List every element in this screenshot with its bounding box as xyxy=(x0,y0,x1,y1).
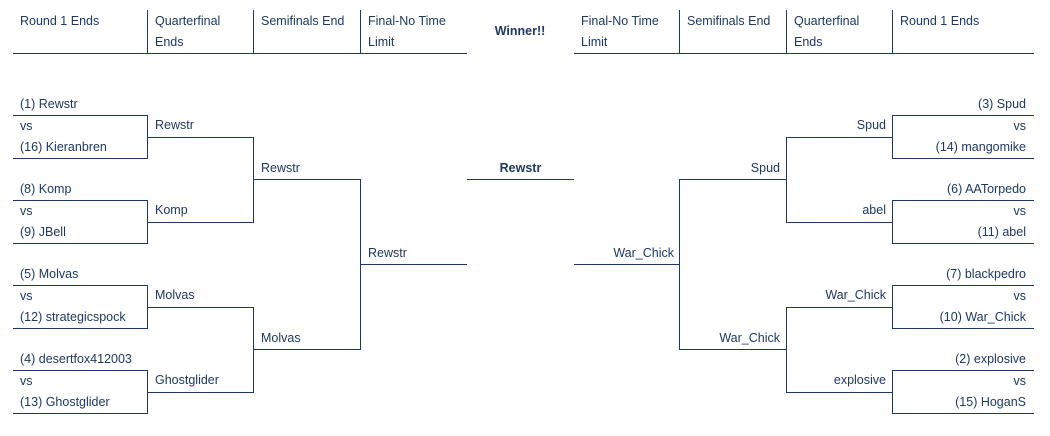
bracket-line xyxy=(892,115,1034,116)
bracket-line xyxy=(786,307,787,393)
right-sf-1: Spud xyxy=(750,161,780,175)
bracket-line xyxy=(147,307,254,308)
bracket-line xyxy=(13,370,147,371)
right-r1-match2-bottom: (11) abel xyxy=(977,225,1026,239)
bracket-line xyxy=(13,158,147,159)
bracket-line xyxy=(147,137,254,138)
left-qf-2: Komp xyxy=(155,203,188,217)
bracket-line xyxy=(13,328,147,329)
bracket-line xyxy=(892,158,1034,159)
bracket-line xyxy=(892,200,1034,201)
left-r1-match3-bottom: (12) strategicspock xyxy=(20,310,126,324)
left-r1-match2-vs: vs xyxy=(20,204,33,218)
left-r1-match1-bottom: (16) Kieranbren xyxy=(20,140,107,154)
right-qf-4: explosive xyxy=(833,373,886,387)
right-sf-2: War_Chick xyxy=(719,331,780,345)
right-r1-match4-top: (2) explosive xyxy=(955,352,1026,366)
right-qf-1: Spud xyxy=(856,118,886,132)
left-r1-match3-top: (5) Molvas xyxy=(20,267,79,281)
header-divider xyxy=(574,53,1034,54)
right-r1-match3-top: (7) blackpedro xyxy=(946,267,1026,281)
bracket-line xyxy=(147,392,254,393)
right-r1-match4-bottom: (15) HoganS xyxy=(955,395,1026,409)
bracket-line xyxy=(892,370,1034,371)
right-qf-2: abel xyxy=(862,203,886,217)
bracket-line xyxy=(786,392,893,393)
bracket-line xyxy=(13,413,147,414)
right-r1-match2-top: (6) AATorpedo xyxy=(947,182,1026,196)
left-r1-match4-vs: vs xyxy=(20,374,33,388)
header-divider xyxy=(253,10,254,54)
right-r1-match1-top: (3) Spud xyxy=(978,97,1026,111)
header-left-round1: Round 1 Ends xyxy=(20,14,100,28)
left-r1-match1-vs: vs xyxy=(20,119,33,133)
bracket-line xyxy=(253,307,254,393)
left-qf-1: Rewstr xyxy=(155,118,194,132)
bracket-line xyxy=(892,243,1034,244)
bracket-line xyxy=(786,222,893,223)
header-left-final: Final-No Time Limit xyxy=(368,14,446,49)
bracket-line xyxy=(892,413,1034,414)
header-divider xyxy=(360,10,361,54)
header-winner: Winner!! xyxy=(494,24,546,38)
right-qf-3: War_Chick xyxy=(825,288,886,302)
bracket-line xyxy=(892,200,893,244)
left-sf-2: Molvas xyxy=(261,331,301,345)
right-r1-match1-bottom: (14) mangomike xyxy=(935,140,1026,154)
header-divider xyxy=(679,10,680,54)
header-right-quarterfinal: Quarterfinal Ends xyxy=(794,14,860,49)
bracket-line xyxy=(892,370,893,414)
bracket-line xyxy=(892,328,1034,329)
bracket-line xyxy=(253,179,361,180)
right-r1-match3-bottom: (10) War_Chick xyxy=(939,310,1026,324)
left-qf-4: Ghostglider xyxy=(155,373,219,387)
left-r1-match4-top: (4) desertfox412003 xyxy=(20,352,132,366)
right-r1-match4-vs: vs xyxy=(1013,374,1027,388)
bracket-line xyxy=(467,179,574,180)
bracket-line xyxy=(253,137,254,223)
bracket-line xyxy=(892,285,1034,286)
left-sf-1: Rewstr xyxy=(261,161,300,175)
bracket-line xyxy=(13,285,147,286)
bracket-line xyxy=(679,349,787,350)
bracket-line xyxy=(147,222,254,223)
bracket-line xyxy=(574,264,680,265)
bracket-line xyxy=(892,115,893,159)
header-right-round1: Round 1 Ends xyxy=(900,14,980,28)
header-left-quarterfinal: Quarterfinal Ends xyxy=(155,14,221,49)
right-final: War_Chick xyxy=(613,246,674,260)
header-left-semifinal: Semifinals End xyxy=(261,14,345,28)
left-r1-match1-top: (1) Rewstr xyxy=(20,97,78,111)
left-final: Rewstr xyxy=(368,246,407,260)
bracket-line xyxy=(892,285,893,329)
bracket-line xyxy=(253,349,361,350)
bracket-line xyxy=(786,137,893,138)
right-r1-match3-vs: vs xyxy=(1013,289,1027,303)
header-divider xyxy=(147,10,148,54)
left-qf-3: Molvas xyxy=(155,288,195,302)
bracket-line xyxy=(786,137,787,223)
bracket-line xyxy=(13,200,147,201)
bracket-line xyxy=(13,115,147,116)
header-right-final: Final-No Time Limit xyxy=(581,14,659,49)
left-r1-match3-vs: vs xyxy=(20,289,33,303)
header-divider xyxy=(892,10,893,54)
bracket-line xyxy=(360,264,467,265)
header-divider xyxy=(786,10,787,54)
bracket-line xyxy=(679,179,787,180)
left-r1-match2-top: (8) Komp xyxy=(20,182,72,196)
bracket-line xyxy=(13,243,147,244)
left-r1-match4-bottom: (13) Ghostglider xyxy=(20,395,110,409)
right-r1-match2-vs: vs xyxy=(1013,204,1027,218)
bracket-line xyxy=(679,179,680,350)
bracket-line xyxy=(786,307,893,308)
winner-name: Rewstr xyxy=(499,161,542,175)
left-r1-match2-bottom: (9) JBell xyxy=(20,225,66,239)
right-r1-match1-vs: vs xyxy=(1013,119,1027,133)
header-right-semifinal: Semifinals End xyxy=(687,14,771,28)
header-divider xyxy=(13,53,467,54)
